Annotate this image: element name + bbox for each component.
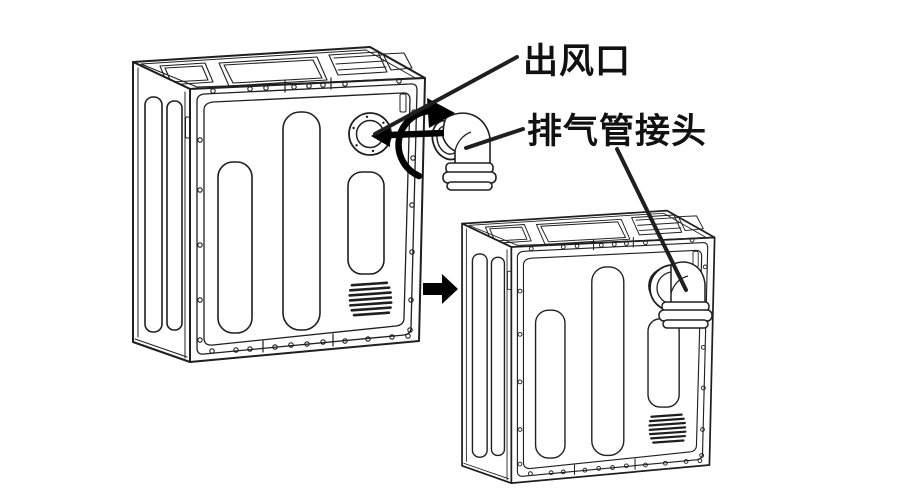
exhaust-pipe-connector-label: 排气管接头	[527, 112, 708, 151]
connector-leader-line	[464, 127, 525, 150]
air-outlet-leader-line	[373, 55, 519, 136]
dryer-back-view-before	[131, 45, 427, 364]
installed-connector-leader-line	[615, 147, 688, 292]
rotate-elbow-arrow-icon	[395, 98, 455, 180]
dryer-back-view-after	[460, 209, 716, 485]
step-transform-arrow-icon	[423, 274, 458, 304]
air-outlet-label: 出风口	[523, 42, 632, 81]
leader-lines	[373, 55, 688, 292]
installed-elbow-connector	[649, 261, 713, 329]
exhaust-elbow-connector	[431, 112, 497, 191]
